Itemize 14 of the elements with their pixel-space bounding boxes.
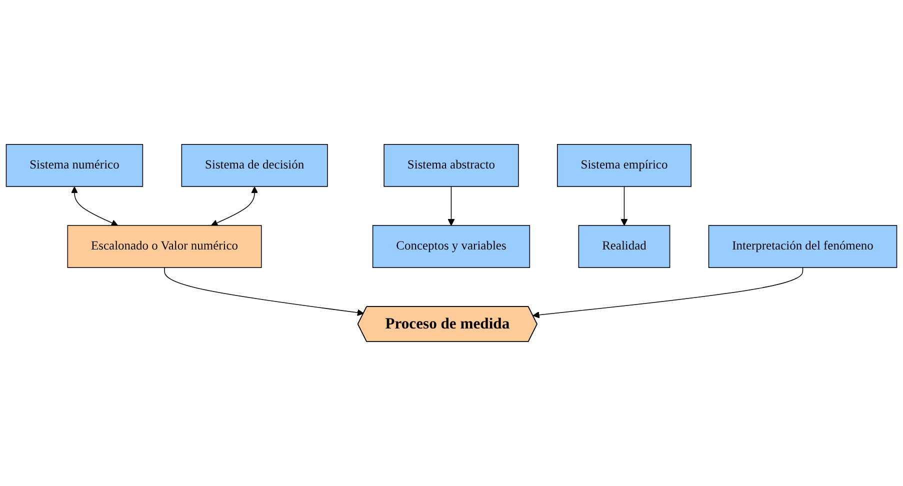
- node-box: Sistema numérico: [6, 144, 144, 187]
- arrow: [448, 186, 455, 226]
- node-box: Conceptos y variables: [372, 225, 530, 268]
- arrow: [620, 186, 628, 226]
- arrow: [532, 267, 804, 318]
- arrow: [210, 186, 258, 226]
- arrow: [164, 267, 364, 316]
- arrow: [71, 186, 118, 226]
- node-box: Sistema de decisión: [181, 144, 328, 187]
- node-box: Sistema abstracto: [384, 144, 519, 187]
- node-box: Interpretación del fenómeno: [708, 225, 898, 268]
- node-box: Escalonado o Valor numérico: [67, 225, 262, 268]
- node-box: Sistema empírico: [557, 144, 692, 187]
- node-box: Realidad: [578, 225, 670, 268]
